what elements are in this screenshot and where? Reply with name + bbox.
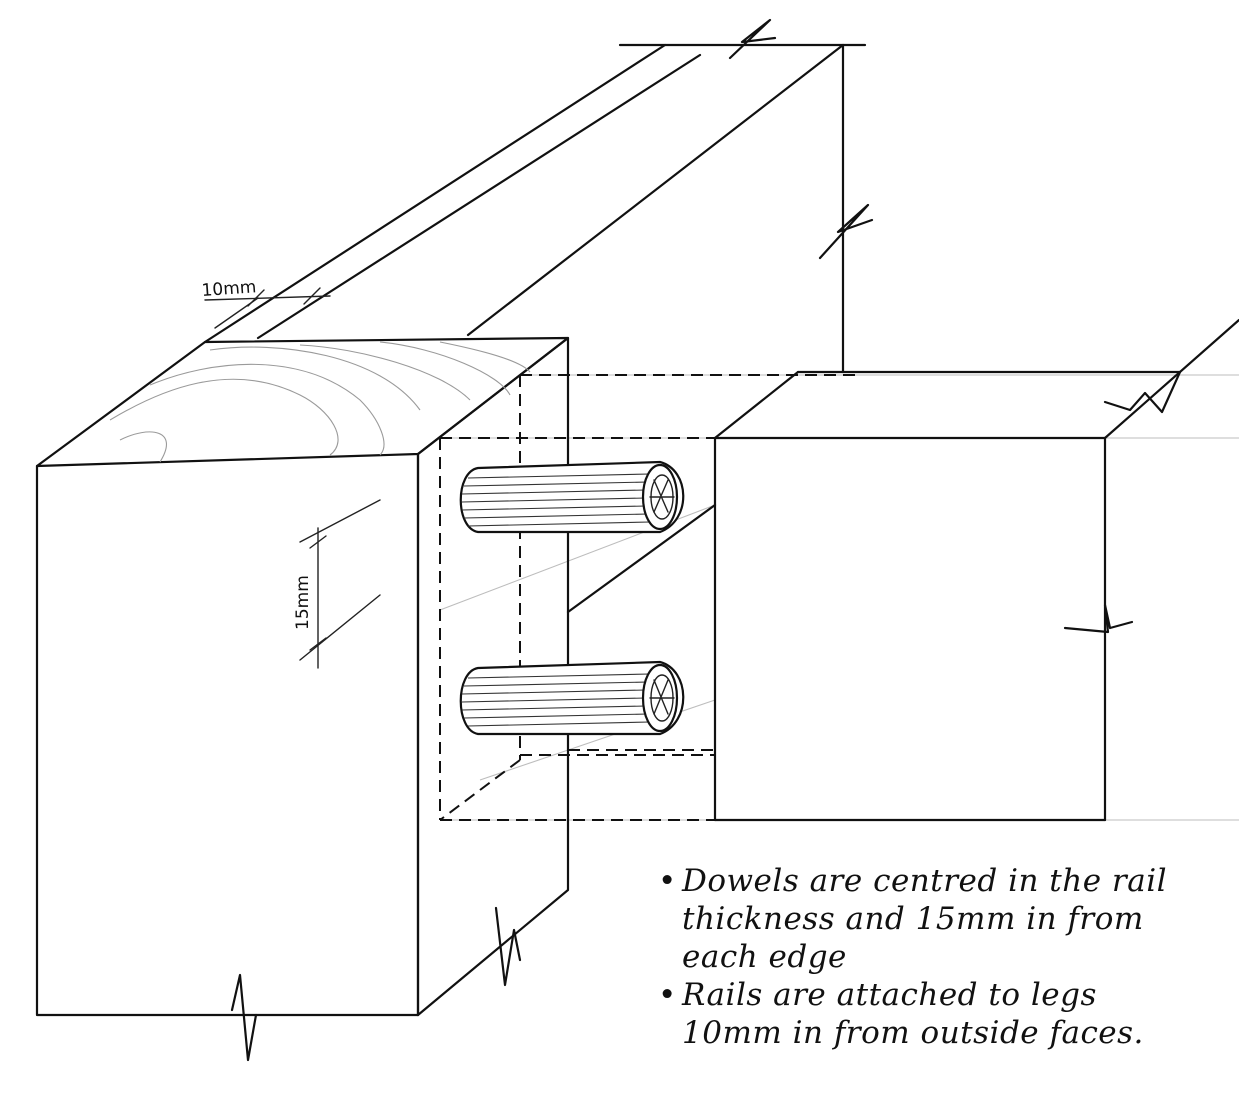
dimension-label-10mm: 10mm: [201, 277, 257, 301]
break-mark-rail-top: [1103, 370, 1182, 414]
note-bullet: •: [658, 863, 677, 899]
break-mark-back-right: [818, 203, 874, 260]
note-text-rails: Rails are attached to legs 10mm in from …: [682, 977, 1144, 1051]
dimension-10mm: 10mm: [201, 277, 331, 329]
dowel-lower: [459, 660, 685, 736]
break-mark-leg-front: [230, 973, 258, 1062]
notes-block: • Dowels are centred in the rail thickne…: [658, 862, 1178, 1052]
break-mark-rail-face: [1063, 603, 1134, 634]
side-rail: [566, 318, 1239, 822]
note-bullet: •: [658, 977, 677, 1013]
note-item: • Dowels are centred in the rail thickne…: [658, 862, 1178, 976]
break-mark-leg-side: [494, 906, 522, 987]
end-grain: [109, 341, 531, 463]
table-leg: [35, 336, 570, 1062]
dimension-15mm: 15mm: [293, 499, 381, 669]
construction-lines: [439, 374, 1239, 821]
hidden-lines: [439, 374, 860, 821]
break-mark-top: [728, 18, 777, 60]
dowel-flutes-upper: [461, 473, 651, 527]
dowel-upper: [459, 460, 685, 534]
dowel-flutes-lower: [461, 673, 651, 727]
note-text-dowels: Dowels are centred in the rail thickness…: [682, 863, 1168, 975]
dimension-label-15mm: 15mm: [293, 575, 313, 630]
note-item: • Rails are attached to legs 10mm in fro…: [658, 976, 1178, 1052]
back-rail: [203, 18, 874, 374]
